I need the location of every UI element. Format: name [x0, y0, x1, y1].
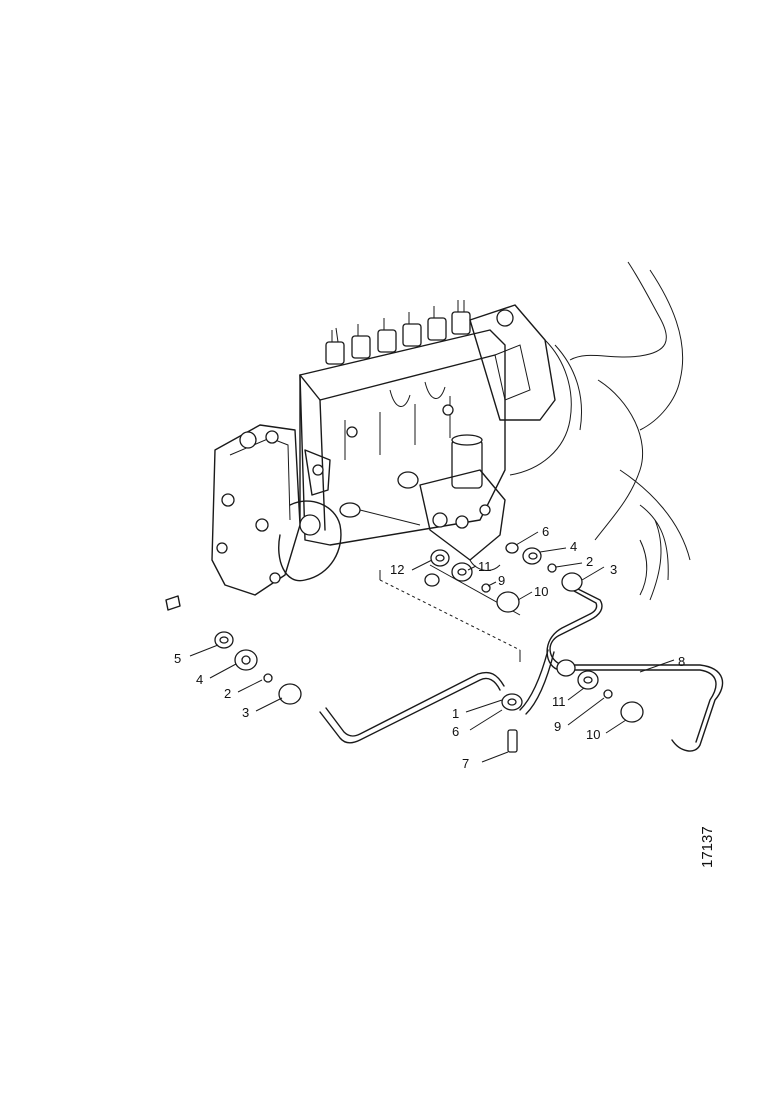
callout-10-top: 10: [534, 584, 548, 599]
feed-pump: [419, 434, 506, 571]
callout-9-top: 9: [498, 573, 505, 588]
fuel-pipe-left: [319, 671, 505, 744]
callout-1: 1: [452, 706, 459, 721]
callout-leaders: [189, 531, 675, 763]
callout-5-left: 5: [174, 651, 181, 666]
callout-6-top: 6: [542, 524, 549, 539]
callout-11-bottom: 11: [552, 694, 566, 709]
callout-6-bottom: 6: [452, 724, 459, 739]
callout-11-top: 11: [478, 559, 492, 574]
callout-8: 8: [678, 654, 685, 669]
callout-7: 7: [462, 756, 469, 771]
callout-4-left: 4: [196, 672, 203, 687]
callout-4-top: 4: [570, 539, 577, 554]
callout-9-bottom: 9: [554, 719, 561, 734]
callout-2-left: 2: [224, 686, 231, 701]
injection-pump: [211, 300, 583, 596]
callout-10-bottom: 10: [586, 727, 600, 742]
callout-2-top: 2: [586, 554, 593, 569]
callout-12: 12: [390, 562, 404, 577]
delivery-valve-holders: [325, 300, 471, 365]
engine-block-outline: [569, 261, 691, 601]
figure-number: 17137: [699, 826, 716, 868]
callout-labels: 6 4 2 3 12 11 9 10 5 4 2 3 1 6 7 8 11 9 …: [174, 524, 685, 771]
fuel-pipe-right: [519, 584, 724, 752]
callout-3-left: 3: [242, 705, 249, 720]
fittings: [165, 542, 644, 753]
callout-3-top: 3: [610, 562, 617, 577]
